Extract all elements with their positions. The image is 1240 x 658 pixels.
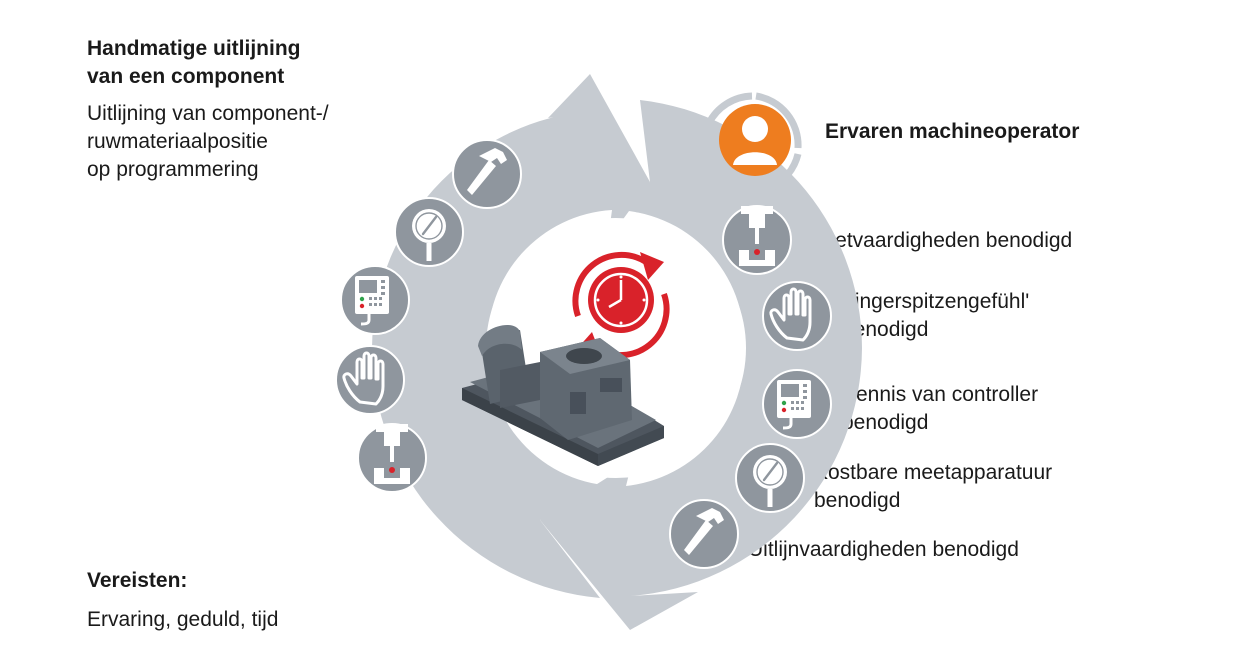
- controller-icon: [339, 264, 411, 336]
- clock-icon: [572, 251, 670, 359]
- controller-icon: [761, 368, 833, 440]
- requirements-heading: Vereisten:: [87, 569, 188, 592]
- operator-label: Ervaren machineoperator: [825, 120, 1080, 143]
- hammer-icon: [669, 499, 739, 569]
- hammer-icon: [452, 139, 522, 209]
- skill-label-controller: Kennis van controller benodigd: [842, 383, 1039, 434]
- skill-label-fingerspitzengefuehl: Fingerspitzengefühl' benodigd: [842, 290, 1030, 341]
- hand-icon: [334, 344, 406, 416]
- skill-label-measuring-equipment: Kostbare meetapparatuur benodigd: [814, 461, 1053, 512]
- hand-icon: [761, 280, 833, 352]
- page-subtitle: Uitlijning van component-/ ruwmateriaalp…: [87, 102, 329, 181]
- gauge-icon: [734, 442, 806, 514]
- skill-label-measuring: Meetvaardigheden benodigd: [806, 229, 1073, 252]
- requirements-text: Ervaring, geduld, tijd: [87, 608, 279, 631]
- probe-icon: [722, 205, 792, 275]
- page-title: Handmatige uitlijning van een component: [87, 37, 301, 88]
- operator-avatar: [699, 92, 802, 192]
- probe-icon: [357, 423, 427, 493]
- skill-label-alignment: Uitlijnvaardigheden benodigd: [748, 538, 1019, 561]
- gauge-icon: [393, 196, 465, 268]
- workpiece-image: [462, 324, 664, 466]
